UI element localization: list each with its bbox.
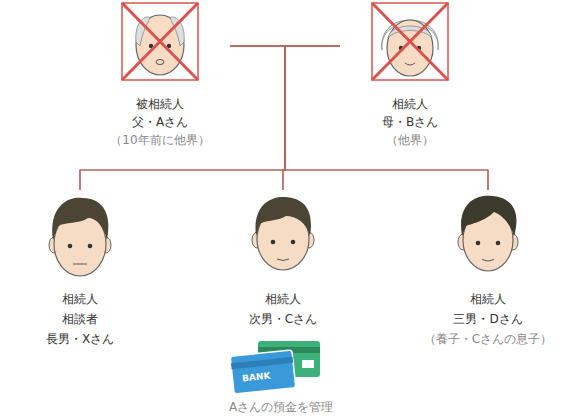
person-node: 相続人三男・Dさん（養子・Cさんの息子） <box>418 190 558 349</box>
card <box>230 350 296 394</box>
card-stripe <box>231 357 293 369</box>
eldest-son-face <box>49 198 111 276</box>
mouth <box>156 60 164 65</box>
mouth <box>277 259 289 261</box>
eye <box>271 240 276 245</box>
person-text: 相続人 <box>340 95 480 113</box>
front-card <box>230 350 296 394</box>
third-son-face <box>458 196 518 271</box>
hair <box>52 198 108 240</box>
person-text: （他界） <box>340 131 480 149</box>
person-text: 父・Aさん <box>90 113 230 131</box>
hair <box>255 197 311 236</box>
family-line <box>80 46 285 190</box>
eye <box>291 240 296 245</box>
deceased-cross <box>122 3 198 80</box>
mouth <box>73 264 87 265</box>
card-chip <box>302 360 314 368</box>
person-text: 相続人 <box>10 289 150 309</box>
person-node: 相続人母・Bさん（他界） <box>340 0 480 149</box>
person-node: 相続人次男・Cさん <box>213 190 353 329</box>
person-text: 相続人 <box>213 289 353 309</box>
mouth <box>405 63 415 65</box>
family-line <box>80 46 340 190</box>
deceased-cross <box>372 3 448 80</box>
father-face <box>122 3 198 80</box>
person-text: （養子・Cさんの息子） <box>418 329 558 349</box>
head <box>387 20 433 76</box>
deceased-cross <box>122 3 198 80</box>
person-text: 次男・Cさん <box>213 309 353 329</box>
person-node: 相続人相談者長男・Xさん <box>10 190 150 349</box>
person-node: 被相続人父・Aさん（10年前に他界） <box>90 0 230 149</box>
person-text: 相談者 <box>10 309 150 329</box>
person-text: 三男・Dさん <box>418 309 558 329</box>
second-son-face <box>252 197 314 270</box>
bank-cards <box>230 341 320 394</box>
hair <box>170 17 184 46</box>
eye <box>68 244 73 249</box>
deceased-box <box>122 3 198 80</box>
person-text: 被相続人 <box>90 95 230 113</box>
eye <box>496 241 501 246</box>
family-line <box>230 46 285 190</box>
deceased-box <box>372 3 448 80</box>
person-text: （10年前に他界） <box>90 131 230 149</box>
person-text: 長男・Xさん <box>10 329 150 349</box>
hair <box>136 17 150 46</box>
note-label: Aさんの預金を管理 <box>229 399 333 416</box>
hair <box>461 196 516 236</box>
mother-face <box>372 3 448 80</box>
mouth <box>482 259 494 261</box>
eye <box>476 241 481 246</box>
family-line <box>230 46 488 190</box>
deceased-cross <box>372 3 448 80</box>
family-line <box>285 46 488 190</box>
person-text: 相続人 <box>418 289 558 309</box>
eye <box>88 244 93 249</box>
family-line <box>283 46 340 190</box>
person-text: 母・Bさん <box>340 113 480 131</box>
